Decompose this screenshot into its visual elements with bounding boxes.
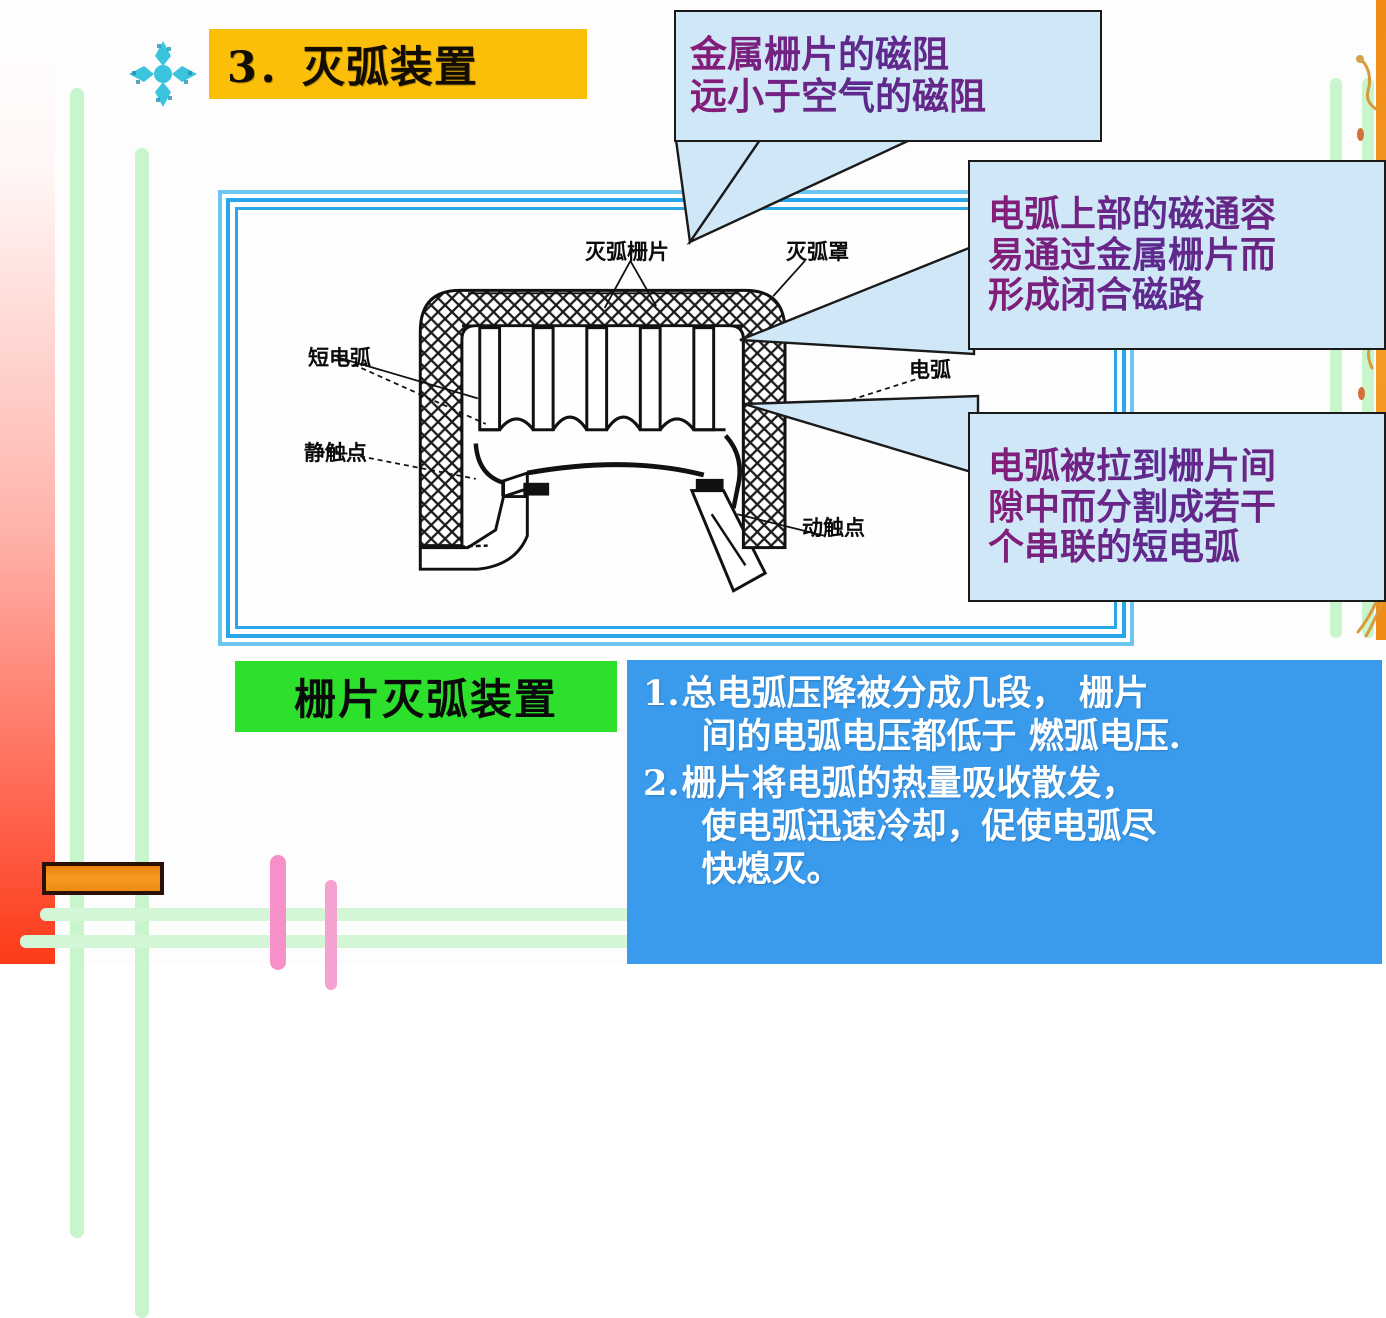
callout-1-line-1: 金属栅片的磁阻 <box>676 33 1100 76</box>
summary-item-2-line-3: 快熄灭。 <box>701 849 842 891</box>
callout-2-line-1: 电弧上部的磁通容 <box>970 194 1384 235</box>
diagram-label-moving-contact: 动触点 <box>802 515 865 540</box>
summary-item-2-text: 栅片将电弧的热量吸收散发， 使电弧迅速冷却，促使电弧尽 快熄灭。 <box>682 762 1364 891</box>
summary-item-1-line-1: 总电弧压降被分成几段， 栅片 <box>681 673 1149 714</box>
callout-2-line-3: 形成闭合磁路 <box>970 275 1384 316</box>
summary-item-1-text: 总电弧压降被分成几段， 栅片 间的电弧电压都低于 燃弧电压. <box>682 672 1364 758</box>
decorative-squiggle-icon-1 <box>1356 55 1378 111</box>
callout-3-line-2: 隙中而分割成若干 <box>970 486 1384 528</box>
summary-item-2-line-2: 使电弧迅速冷却，促使电弧尽 <box>701 806 1157 848</box>
left-green-vertical-bar-2 <box>135 148 149 1318</box>
callout-2-tail <box>739 244 976 356</box>
bottom-pink-vertical-bar-2b <box>325 890 337 990</box>
summary-item-1-line-2: 间的电弧电压都低于 燃弧电压. <box>701 716 1181 758</box>
callout-1-line-2: 远小于空气的磁阻 <box>676 75 1100 118</box>
decorative-dot-2 <box>1358 387 1365 400</box>
summary-item-2: 2. 栅片将电弧的热量吸收散发， 使电弧迅速冷却，促使电弧尽 快熄灭。 <box>643 762 1364 891</box>
diagram-caption-text: 栅片灭弧装置 <box>293 675 558 724</box>
left-green-vertical-bar-1 <box>70 88 84 1238</box>
summary-item-2-number: 2. <box>643 763 680 805</box>
callout-2-line-2: 易通过金属栅片而 <box>970 234 1384 276</box>
diagram-label-static-contact: 静触点 <box>304 440 367 465</box>
page-title: 3．灭弧装置 <box>227 43 478 93</box>
summary-item-2-line-1: 栅片将电弧的热量吸收散发， <box>681 763 1137 805</box>
decorative-dot-1 <box>1357 128 1364 141</box>
diagram-label-arc: 电弧 <box>909 357 951 382</box>
bottom-left-orange-bar <box>42 862 164 895</box>
slide-title-box: 3．灭弧装置 <box>209 29 587 99</box>
diagram-label-short-arc: 短电弧 <box>308 345 371 370</box>
callout-1-body: 金属栅片的磁阻 远小于空气的磁阻 <box>674 10 1102 142</box>
left-red-gradient-band <box>0 0 55 964</box>
callout-3-body: 电弧被拉到栅片间 隙中而分割成若干 个串联的短电弧 <box>968 412 1386 602</box>
callout-2-body: 电弧上部的磁通容 易通过金属栅片而 形成闭合磁路 <box>968 160 1386 350</box>
callout-1-tail <box>674 138 911 246</box>
diagram-label-arc-cover: 灭弧罩 <box>786 239 849 264</box>
summary-item-1-number: 1. <box>643 673 680 714</box>
summary-item-1: 1. 总电弧压降被分成几段， 栅片 间的电弧电压都低于 燃弧电压. <box>643 672 1364 758</box>
diagram-caption-box: 栅片灭弧装置 <box>235 661 617 732</box>
arc-chute-diagram <box>324 260 925 593</box>
summary-panel: 1. 总电弧压降被分成几段， 栅片 间的电弧电压都低于 燃弧电压. 2. 栅片将… <box>627 660 1382 964</box>
callout-3-line-1: 电弧被拉到栅片间 <box>970 446 1384 487</box>
callout-3-tail <box>743 394 980 476</box>
bottom-pink-vertical-bar-1 <box>270 855 286 970</box>
callout-3-line-3: 个串联的短电弧 <box>970 527 1384 568</box>
diagram-label-grid-plates: 灭弧栅片 <box>585 239 669 264</box>
flower-cross-icon <box>129 41 197 107</box>
